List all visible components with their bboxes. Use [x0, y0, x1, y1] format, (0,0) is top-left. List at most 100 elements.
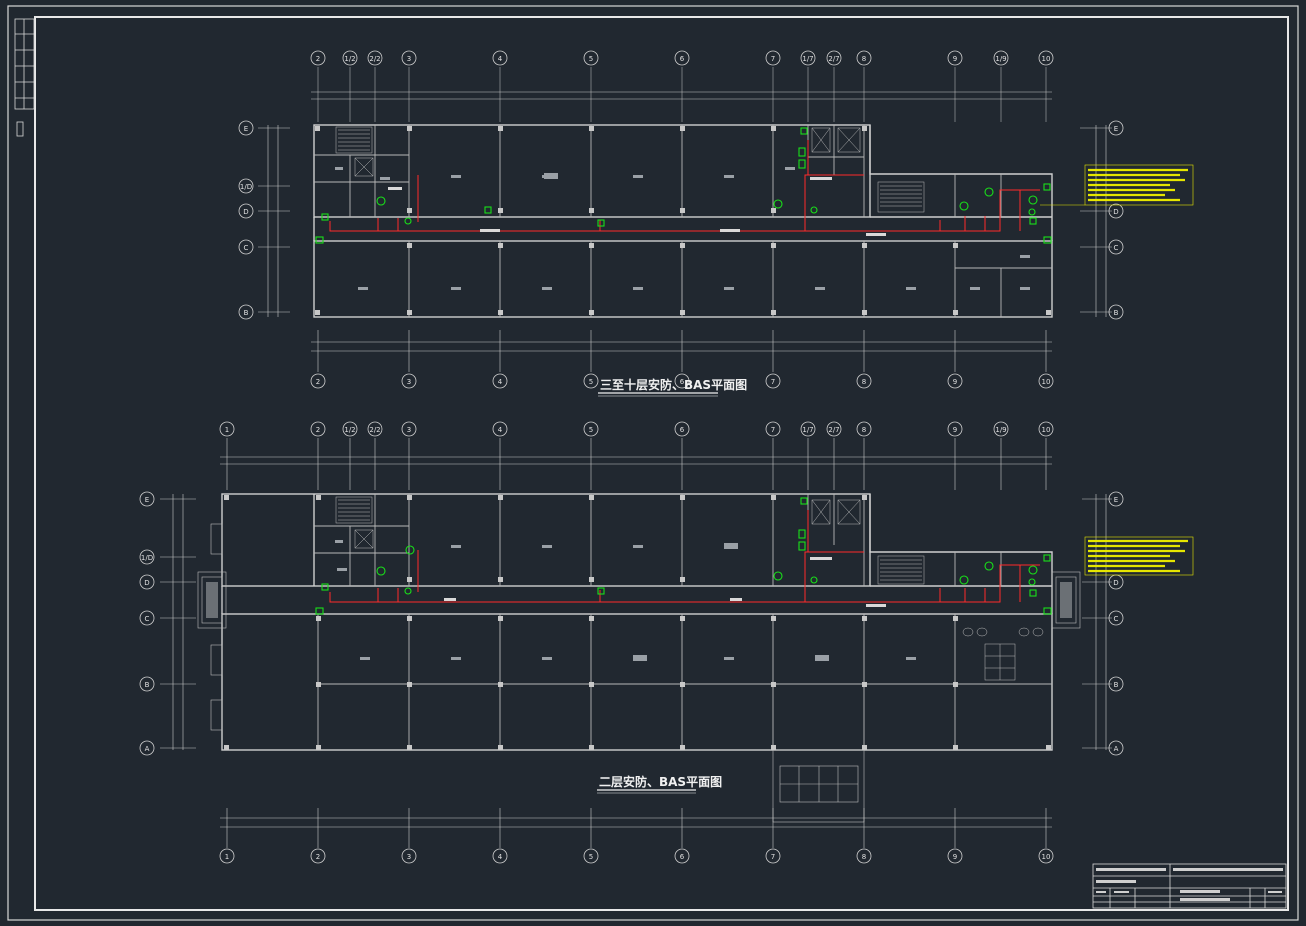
axis-label: D — [243, 208, 248, 216]
axis-label: 9 — [953, 378, 957, 386]
axis-label: 8 — [862, 55, 866, 63]
axis-label: 7 — [771, 426, 775, 434]
axis-label: B — [244, 309, 249, 317]
axis-label: 3 — [407, 426, 411, 434]
axis-label: 4 — [498, 55, 503, 63]
axis-label: 1/2 — [344, 55, 355, 63]
lower-cable-runs — [329, 510, 1040, 603]
axis-label: 4 — [498, 378, 503, 386]
axis-label: 4 — [498, 426, 503, 434]
axis-label: 6 — [680, 426, 685, 434]
title-block-text-marks — [1096, 868, 1283, 901]
axis-label: 2/7 — [828, 426, 839, 434]
axis-label: 9 — [953, 853, 957, 861]
axis-label: 2 — [316, 853, 320, 861]
upper-plan-title: 三至十层安防、BAS平面图 — [600, 377, 747, 392]
axis-label: 9 — [953, 426, 957, 434]
lower-toilet-fixtures — [962, 627, 1044, 681]
axis-label: 5 — [589, 426, 593, 434]
axis-label: A — [1114, 745, 1119, 753]
axis-label: 8 — [862, 853, 866, 861]
lower-bottom-axis-labels: 1 2 3 4 5 6 7 8 9 10 — [225, 853, 1051, 861]
axis-label: C — [244, 244, 249, 252]
lower-top-axis-bubbles — [219, 421, 1054, 437]
lower-top-dimension — [220, 438, 1052, 490]
lower-row-labels-left: E 1/D D C B A — [141, 496, 153, 753]
sheet-inner-border — [34, 16, 1289, 911]
axis-label: 5 — [589, 853, 593, 861]
upper-row-bubbles-right — [1108, 120, 1124, 320]
axis-label: 1/7 — [802, 55, 813, 63]
axis-label: 10 — [1042, 426, 1051, 434]
axis-label: D — [1113, 208, 1118, 216]
upper-cable-runs — [329, 140, 1040, 232]
lower-room-tags — [335, 540, 916, 661]
axis-label: 6 — [680, 378, 685, 386]
upper-top-axis-labels: 2 1/2 2/2 3 4 5 6 7 1/7 2/7 8 9 1/9 10 — [316, 55, 1051, 63]
axis-label: 1/9 — [995, 426, 1006, 434]
axis-label: 7 — [771, 378, 775, 386]
upper-building-walls — [313, 124, 1053, 318]
upper-bottom-dimension — [311, 330, 1052, 372]
axis-label: 3 — [407, 378, 411, 386]
upper-top-dimension — [311, 91, 1052, 100]
axis-label: 1/D — [141, 554, 153, 562]
axis-label: 9 — [953, 55, 957, 63]
lower-floor-plan: 1 2 1/2 2/2 3 4 5 6 7 1/7 2/7 8 9 1/9 10 — [139, 421, 1194, 864]
axis-label: E — [1114, 496, 1118, 504]
axis-label: 3 — [407, 853, 411, 861]
axis-label: C — [1114, 244, 1119, 252]
axis-label: A — [145, 745, 150, 753]
upper-top-axis-bubbles — [310, 50, 1054, 66]
lower-bottom-axis-bubbles — [219, 848, 1054, 864]
axis-label: 2 — [316, 426, 320, 434]
axis-label: 7 — [771, 55, 775, 63]
lower-building-walls — [221, 493, 1053, 751]
lower-cable-labels — [444, 557, 886, 607]
lower-entrance-blocks — [197, 523, 1081, 823]
lower-security-devices — [315, 497, 1052, 615]
axis-label: 3 — [407, 55, 411, 63]
axis-label: D — [144, 579, 149, 587]
axis-label: 1/D — [240, 183, 252, 191]
axis-label: 2 — [316, 378, 320, 386]
lower-legend — [1084, 536, 1194, 576]
lower-entrance-pattern — [206, 582, 1072, 618]
lower-top-axis-labels: 1 2 1/2 2/2 3 4 5 6 7 1/7 2/7 8 9 1/9 10 — [225, 426, 1051, 434]
lower-structural-columns — [224, 495, 1051, 750]
upper-security-devices — [315, 127, 1052, 244]
upper-cable-labels — [388, 177, 886, 236]
axis-label: 1/7 — [802, 426, 813, 434]
axis-label: 10 — [1042, 853, 1051, 861]
upper-row-bubbles-left — [238, 120, 254, 320]
axis-label: 1/2 — [344, 426, 355, 434]
upper-side-dimensions — [258, 125, 1112, 317]
axis-label: 5 — [589, 55, 593, 63]
axis-label: 6 — [680, 55, 685, 63]
title-block — [1092, 863, 1287, 909]
axis-label: 6 — [680, 853, 685, 861]
upper-bottom-axis-labels: 2 3 4 5 6 7 8 9 10 — [316, 378, 1051, 386]
axis-label: 1 — [225, 853, 229, 861]
axis-label: E — [244, 125, 248, 133]
sheet-outer-border — [7, 5, 1299, 921]
upper-row-labels-left: E 1/D D C B — [240, 125, 252, 317]
upper-floor-plan: 2 1/2 2/2 3 4 5 6 7 1/7 2/7 8 9 1/9 10 — [238, 50, 1194, 397]
lower-row-bubbles-right — [1108, 491, 1124, 756]
axis-label: B — [145, 681, 150, 689]
axis-label: 4 — [498, 853, 503, 861]
lower-stair — [335, 496, 925, 585]
axis-label: E — [1114, 125, 1118, 133]
axis-label: 10 — [1042, 55, 1051, 63]
lower-internal-walls — [314, 494, 1052, 750]
axis-label: 1/9 — [995, 55, 1006, 63]
upper-bottom-axis-bubbles — [310, 373, 1054, 389]
axis-label: 1 — [225, 426, 229, 434]
upper-top-axis-ticks — [317, 67, 1047, 122]
lower-bottom-dimension — [220, 808, 1052, 848]
upper-row-labels-right: E D C B — [1113, 125, 1118, 317]
axis-label: 2/2 — [369, 426, 380, 434]
axis-label: 2 — [316, 55, 320, 63]
axis-label: 8 — [862, 426, 866, 434]
axis-label: C — [145, 615, 150, 623]
